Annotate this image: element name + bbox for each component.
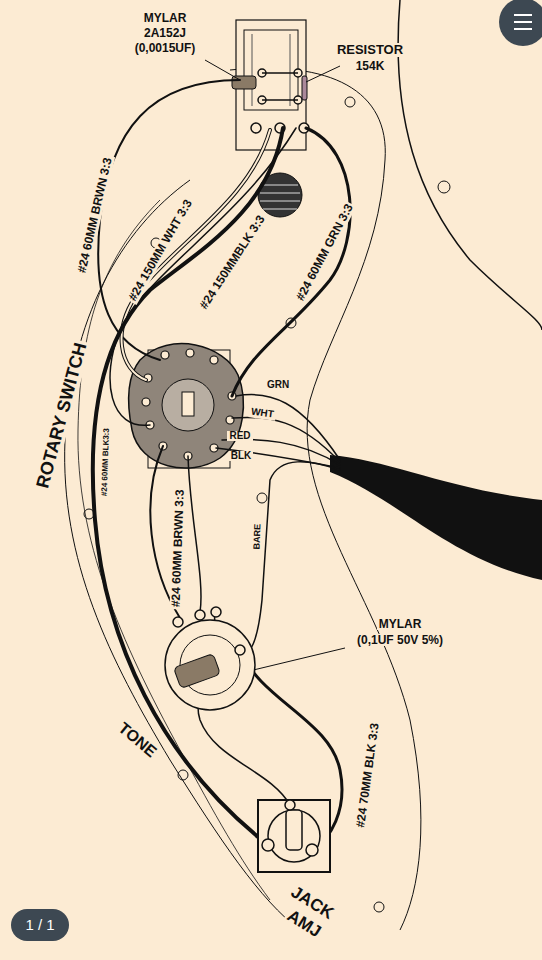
tone-pot [165, 607, 255, 710]
wire-label: (0,1UF 50V 5%) [355, 634, 445, 647]
wire-label: BARE [253, 522, 263, 552]
wire-label: GRN [265, 380, 291, 391]
wire-label: #24 60MM BLK3:3 [101, 426, 112, 498]
output-jack [258, 800, 330, 872]
wire-label: #24 60MM BRWN 3:3 [75, 154, 115, 276]
body-outline [398, 0, 542, 330]
wire-label: #24 70MM BLK 3:3 [354, 720, 382, 830]
wire-label: #24 60MM BRWN 3:3 [170, 487, 187, 609]
wire-label: 2A152J [142, 27, 188, 40]
wire-label: #24 150MMBLK 3:3 [196, 211, 268, 312]
wire-label: #24 60MM GRN 3:3 [293, 200, 356, 304]
cable-bundle [330, 455, 542, 580]
wire-label: BLK [229, 451, 254, 462]
wire-label: MYLAR [377, 618, 424, 631]
wires [93, 80, 350, 850]
wire-label: (0,0015UF) [133, 42, 198, 55]
wire-label: #24 150MM WHT 3:3 [125, 195, 195, 304]
wire-label: RESISTOR [335, 43, 405, 57]
wire-label: TONE [113, 718, 161, 762]
page-indicator: 1 / 1 [11, 909, 68, 941]
wire-label: WHT [248, 406, 276, 420]
push-switch [236, 20, 309, 217]
resistor-symbol [302, 76, 307, 100]
wire-label: MYLAR [142, 12, 189, 25]
pickguard-inner-outline [78, 200, 270, 900]
wire-label: 154K [354, 60, 387, 73]
leader-line [205, 60, 240, 80]
wire-label: RED [227, 431, 252, 442]
menu-icon [499, 0, 542, 46]
wire-label: ROTARY SWITCH [33, 338, 91, 491]
leader-line [306, 66, 340, 82]
